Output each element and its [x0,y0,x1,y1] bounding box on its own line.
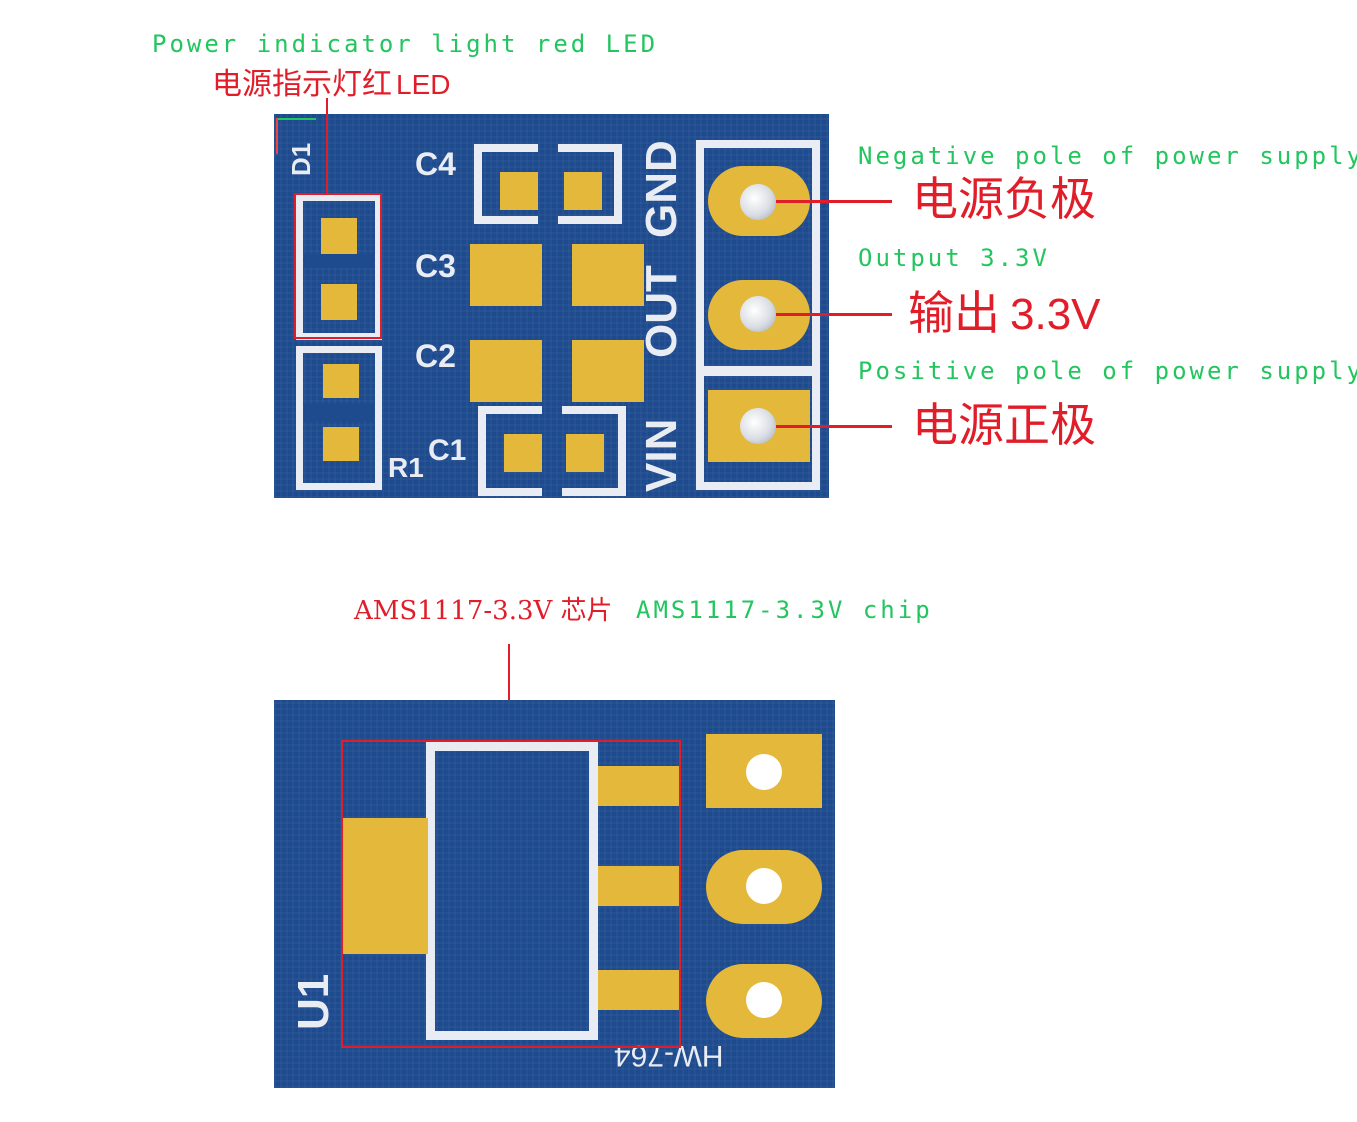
out-label-cn-value: 3.3V [1010,290,1101,339]
chip-body-outline [426,742,598,1040]
pad-c3-2 [572,244,644,306]
pad-c1-2 [566,434,604,472]
silk-out: OUT [637,265,686,358]
silk-vin: VIN [637,418,686,492]
silk-gnd: GND [637,140,686,238]
pad-d1-1 [321,218,357,254]
out-label-cn-text: 输出 [908,286,1000,340]
pad-c4-1 [500,172,538,210]
gnd-label-cn: 电源负极 [912,172,1096,226]
silk-c1: C1 [428,434,467,467]
out-label-en: Output 3.3V [858,244,1050,272]
chip-highlight-box [341,740,681,1048]
hole-bottom-1 [746,754,782,790]
axis-y-indicator [276,118,278,154]
hole-out [740,296,776,332]
silk-d1-outline [296,194,382,340]
pcb-bottom-view: U1 HW-764 [274,700,835,1088]
vin-label-cn: 电源正极 [912,398,1096,452]
silk-d1: D1 [286,142,316,176]
chip-label-en: AMS1117-3.3V chip [636,596,933,624]
hole-vin [740,408,776,444]
pcb-top-view: D1 R1 C4 C3 C2 C1 GND OUT VIN [274,114,829,498]
led-leader-line [326,98,328,194]
pad-d1-2 [321,284,357,320]
led-label-en: Power indicator light red LED [152,30,659,58]
silk-c1-left [478,406,542,496]
chip-tab-pad [342,818,428,954]
pad-c2-1 [470,340,542,402]
axis-x-indicator [276,118,316,120]
gnd-label-en: Negative pole of power supply [858,142,1357,170]
silk-c2: C2 [415,338,456,374]
chip-label-cn: AMS1117-3.3V 芯片 [354,596,613,626]
hole-gnd [740,184,776,220]
silk-u1: U1 [289,973,338,1030]
gnd-leader-line [776,200,892,203]
led-label-cn-led: LED [396,69,451,100]
silk-c4-left [474,144,538,224]
led-highlight-box [294,193,382,339]
silk-c1-right [562,406,626,496]
pad-r1-1 [323,364,359,398]
vin-label-en: Positive pole of power supply [858,357,1357,385]
chip-lead-pad-3 [598,970,680,1010]
silk-c4: C4 [415,146,456,182]
pad-c2-2 [572,340,644,402]
pad-c1-1 [504,434,542,472]
led-label-cn-text: 电源指示灯红 [212,67,392,102]
chip-lead-pad-2 [598,866,680,906]
chip-lead-pad-1 [598,766,680,806]
silk-r1: R1 [388,452,424,483]
pad-r1-2 [323,427,359,461]
pad-c3-1 [470,244,542,306]
vin-leader-line [776,425,892,428]
silk-c3: C3 [415,248,456,284]
silk-r1-outline [296,346,382,490]
silk-d1-gap [304,254,374,268]
silk-r1-gap [304,404,374,422]
pad-c4-2 [564,172,602,210]
out-leader-line [776,313,892,316]
hole-bottom-2 [746,868,782,904]
silk-c4-right [558,144,622,224]
chip-leader-line [508,644,510,742]
silk-header-divider [704,366,812,376]
hole-bottom-3 [746,982,782,1018]
